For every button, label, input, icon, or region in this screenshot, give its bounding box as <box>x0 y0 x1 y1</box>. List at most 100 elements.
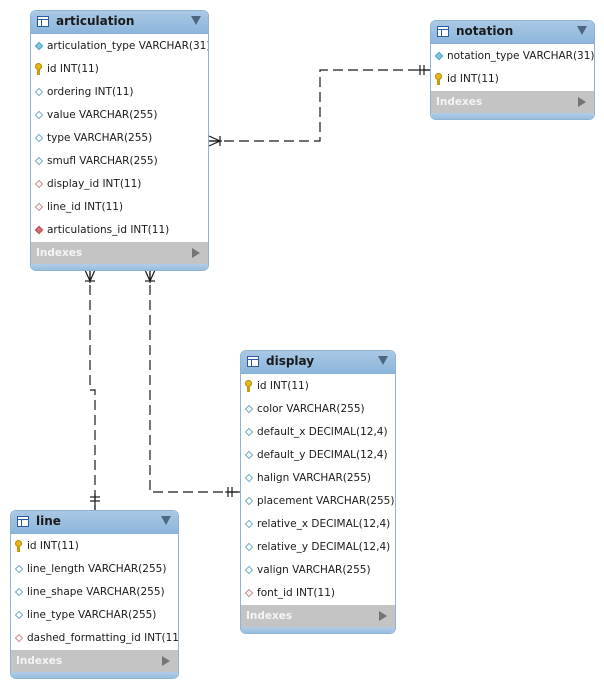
column-row[interactable]: line_type VARCHAR(255) <box>11 604 178 627</box>
table-title: notation <box>456 24 514 38</box>
indexes-section[interactable]: Indexes <box>241 605 395 627</box>
column-label: line_type VARCHAR(255) <box>27 609 157 621</box>
column-row[interactable]: halign VARCHAR(255) <box>241 467 395 490</box>
table-header[interactable]: notation <box>431 21 594 44</box>
indexes-label: Indexes <box>16 655 63 667</box>
collapse-arrow-icon[interactable] <box>161 516 171 525</box>
indexes-section[interactable]: Indexes <box>31 242 208 264</box>
column-row[interactable]: display_id INT(11) <box>31 173 208 196</box>
column-list: id INT(11) color VARCHAR(255) default_x DE… <box>241 374 395 605</box>
expand-arrow-icon[interactable] <box>379 611 387 621</box>
column-row[interactable]: articulation_type VARCHAR(31) <box>31 35 208 58</box>
column-label: line_id INT(11) <box>47 201 124 213</box>
indexes-label: Indexes <box>436 96 483 108</box>
column-row[interactable]: line_length VARCHAR(255) <box>11 558 178 581</box>
not-null-diamond-icon <box>244 519 254 529</box>
column-row[interactable]: smufl VARCHAR(255) <box>31 150 208 173</box>
collapse-arrow-icon[interactable] <box>378 356 388 365</box>
table-title: line <box>36 514 61 528</box>
not-null-diamond-icon <box>34 87 44 97</box>
table-notation[interactable]: notation notation_type VARCHAR(31) id INT(… <box>430 20 595 120</box>
column-list: notation_type VARCHAR(31) id INT(11) <box>431 44 594 91</box>
column-label: id INT(11) <box>27 540 79 552</box>
column-row[interactable]: valign VARCHAR(255) <box>241 559 395 582</box>
column-row[interactable]: type VARCHAR(255) <box>31 127 208 150</box>
crows-foot-marker <box>144 269 156 283</box>
table-footer <box>241 627 395 633</box>
column-label: color VARCHAR(255) <box>257 403 365 415</box>
table-icon <box>437 26 449 37</box>
table-footer <box>11 672 178 678</box>
foreign-key-not-null-diamond-icon <box>34 225 44 235</box>
table-header[interactable]: articulation <box>31 11 208 34</box>
crows-foot-marker <box>84 269 96 283</box>
column-label: dashed_formatting_id INT(11) <box>27 632 179 644</box>
column-row[interactable]: id INT(11) <box>431 68 594 91</box>
crows-foot-marker <box>208 135 222 147</box>
column-label: relative_x DECIMAL(12,4) <box>257 518 391 530</box>
pk-not-null-diamond-icon <box>434 51 444 61</box>
primary-key-icon <box>35 63 42 76</box>
table-title: articulation <box>56 14 135 28</box>
foreign-key-diamond-icon <box>34 179 44 189</box>
indexes-section[interactable]: Indexes <box>431 91 594 113</box>
table-header[interactable]: display <box>241 351 395 374</box>
foreign-key-diamond-icon <box>34 202 44 212</box>
column-row[interactable]: relative_y DECIMAL(12,4) <box>241 536 395 559</box>
column-row[interactable]: placement VARCHAR(255) <box>241 490 395 513</box>
column-label: articulations_id INT(11) <box>47 224 170 236</box>
column-label: relative_y DECIMAL(12,4) <box>257 541 391 553</box>
one-marker <box>225 487 241 497</box>
not-null-diamond-icon <box>244 427 254 437</box>
not-null-diamond-icon <box>244 542 254 552</box>
table-footer <box>31 264 208 270</box>
column-row[interactable]: value VARCHAR(255) <box>31 104 208 127</box>
column-label: valign VARCHAR(255) <box>257 564 371 576</box>
column-row[interactable]: id INT(11) <box>31 58 208 81</box>
column-row[interactable]: ordering INT(11) <box>31 81 208 104</box>
column-label: ordering INT(11) <box>47 86 134 98</box>
column-label: default_y DECIMAL(12,4) <box>257 449 388 461</box>
table-footer <box>431 113 594 119</box>
one-marker <box>418 65 430 75</box>
expand-arrow-icon[interactable] <box>578 97 586 107</box>
column-row[interactable]: line_shape VARCHAR(255) <box>11 581 178 604</box>
column-row[interactable]: default_y DECIMAL(12,4) <box>241 444 395 467</box>
column-label: type VARCHAR(255) <box>47 132 153 144</box>
not-null-diamond-icon <box>244 450 254 460</box>
column-row[interactable]: color VARCHAR(255) <box>241 398 395 421</box>
column-label: id INT(11) <box>447 73 499 85</box>
expand-arrow-icon[interactable] <box>162 656 170 666</box>
column-row[interactable]: articulations_id INT(11) <box>31 219 208 242</box>
not-null-diamond-icon <box>34 156 44 166</box>
collapse-arrow-icon[interactable] <box>577 26 587 35</box>
column-row[interactable]: id INT(11) <box>241 375 395 398</box>
column-row[interactable]: dashed_formatting_id INT(11) <box>11 627 178 650</box>
indexes-label: Indexes <box>246 610 293 622</box>
column-label: line_length VARCHAR(255) <box>27 563 167 575</box>
column-row[interactable]: default_x DECIMAL(12,4) <box>241 421 395 444</box>
collapse-arrow-icon[interactable] <box>191 16 201 25</box>
column-label: smufl VARCHAR(255) <box>47 155 158 167</box>
column-row[interactable]: relative_x DECIMAL(12,4) <box>241 513 395 536</box>
table-display[interactable]: display id INT(11) color VARCHAR(255) defau… <box>240 350 396 634</box>
indexes-section[interactable]: Indexes <box>11 650 178 672</box>
table-header[interactable]: line <box>11 511 178 534</box>
column-label: id INT(11) <box>47 63 99 75</box>
column-row[interactable]: font_id INT(11) <box>241 582 395 605</box>
primary-key-icon <box>245 380 252 393</box>
table-title: display <box>266 354 315 368</box>
column-row[interactable]: line_id INT(11) <box>31 196 208 219</box>
primary-key-icon <box>435 73 442 86</box>
table-articulation[interactable]: articulation articulation_type VARCHAR(31… <box>30 10 209 271</box>
column-row[interactable]: id INT(11) <box>11 535 178 558</box>
table-icon <box>17 516 29 527</box>
column-row[interactable]: notation_type VARCHAR(31) <box>431 45 594 68</box>
not-null-diamond-icon <box>244 565 254 575</box>
not-null-diamond-icon <box>14 587 24 597</box>
column-label: notation_type VARCHAR(31) <box>447 50 595 62</box>
expand-arrow-icon[interactable] <box>192 248 200 258</box>
column-label: font_id INT(11) <box>257 587 335 599</box>
table-line[interactable]: line id INT(11) line_length VARCHAR(255) li… <box>10 510 179 679</box>
